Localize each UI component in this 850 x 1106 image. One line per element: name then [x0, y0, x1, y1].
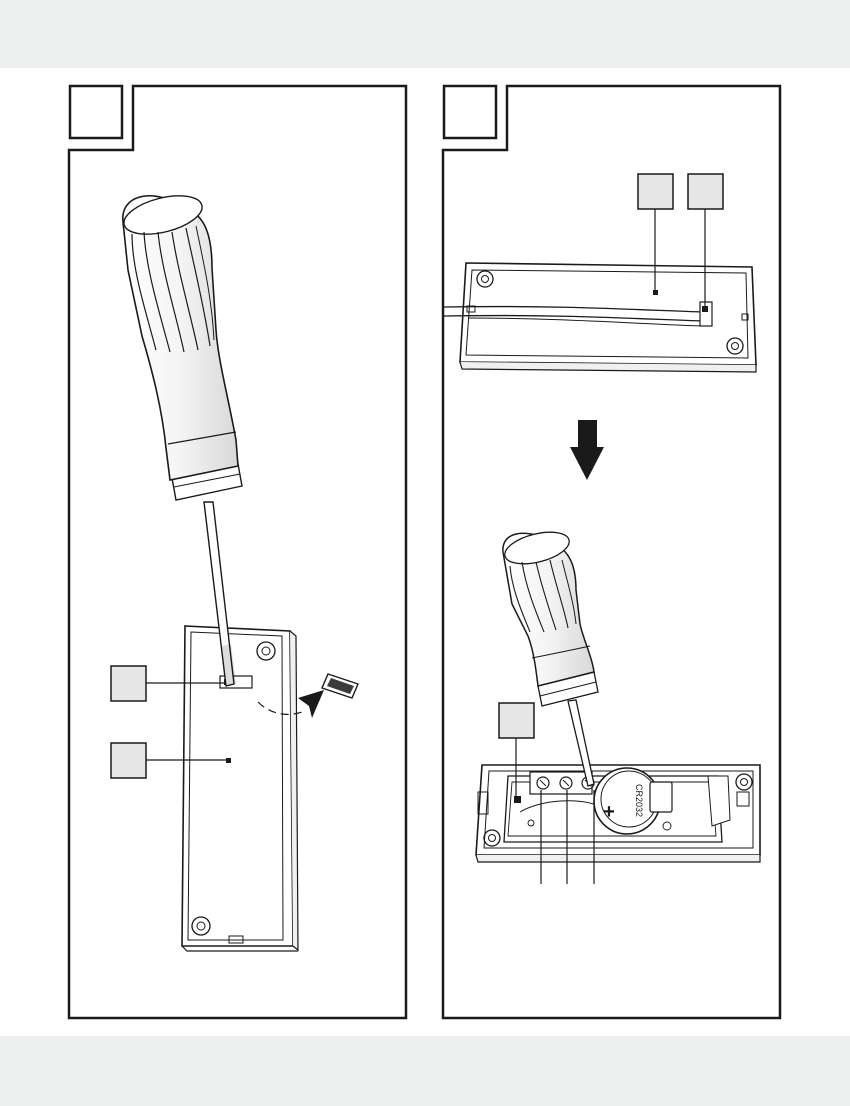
bottom-margin-band — [0, 1036, 850, 1106]
panel-2: + CR2032 — [441, 84, 782, 1020]
panel-2-step-box — [442, 84, 498, 140]
direction-arrow-icon — [257, 690, 324, 718]
callout-4 — [687, 173, 724, 306]
direction-arrow-icon — [570, 420, 604, 480]
screwdriver-icon — [122, 195, 243, 687]
panel-2-frame — [441, 84, 782, 1020]
callout-1 — [110, 665, 226, 702]
battery-icon: + CR2032 — [593, 767, 673, 835]
panel-1-tab — [69, 86, 134, 151]
battery-marking: CR2032 — [634, 784, 644, 817]
callout-2 — [110, 742, 231, 779]
detector-back-cover-icon — [181, 625, 299, 952]
terminal-leaders — [540, 790, 595, 884]
panel-1 — [67, 84, 408, 1020]
callout-3 — [637, 173, 674, 295]
detector-back-cover-icon — [443, 262, 757, 373]
panel-1-step-box — [68, 84, 124, 140]
top-margin-band — [0, 0, 850, 68]
callout-5 — [498, 702, 535, 798]
screwdriver-icon — [502, 531, 599, 787]
clip-icon — [321, 673, 359, 699]
panel-2-tab — [443, 86, 508, 151]
battery-polarity: + — [603, 801, 615, 823]
